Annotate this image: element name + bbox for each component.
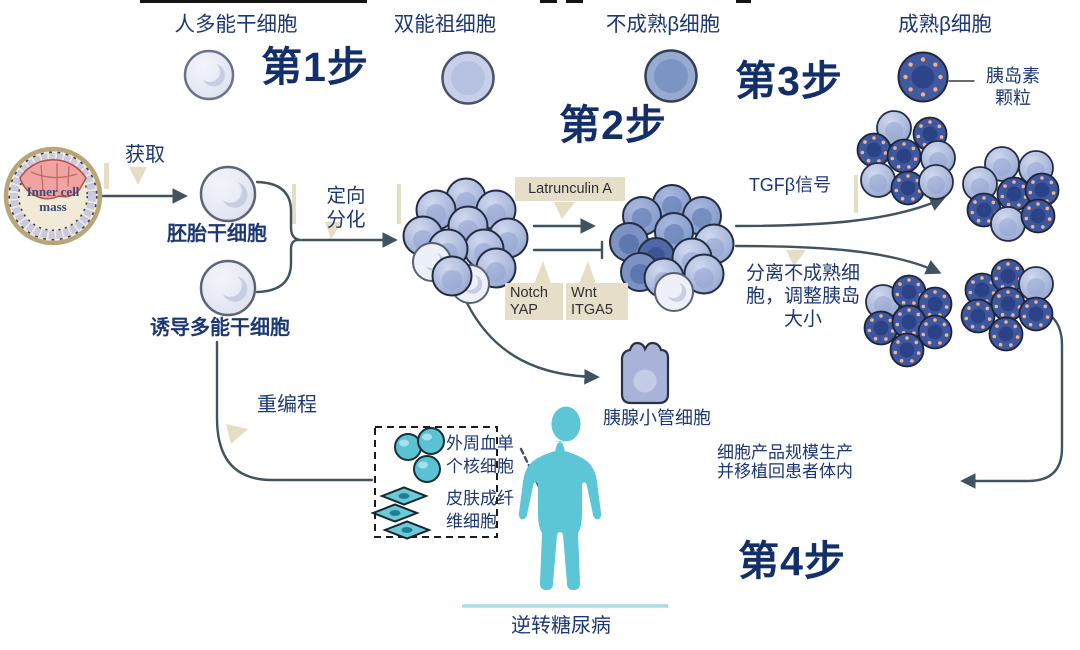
brace-bottom — [255, 238, 302, 294]
top-crop-artifacts — [140, 0, 751, 3]
latrunculin-box: Latrunculin A — [515, 177, 625, 201]
label-bipotent: 双能祖细胞 — [393, 13, 497, 36]
inner-cell-mass-illustration — [3, 146, 103, 246]
label-duct-cell: 胰腺小管细胞 — [603, 408, 711, 428]
label-reprogram: 重编程 — [257, 394, 317, 416]
label-insulin-granule: 胰岛素 颗粒 — [986, 66, 1040, 108]
label-obtain: 获取 — [125, 144, 165, 166]
label-pbmc: 外周血单 个核细胞 — [446, 434, 514, 476]
label-step2: 第2步 — [559, 102, 667, 148]
label-es-cell: 胚胎干细胞 — [167, 223, 267, 245]
label-step1: 第1步 — [261, 44, 369, 90]
mature-islet-cluster-1 — [856, 110, 956, 206]
inhibit-bar — [532, 240, 604, 260]
pbmc-icon — [394, 427, 445, 483]
immature-beta-cell-icon — [644, 49, 698, 103]
mature-beta-cell-icon — [897, 51, 949, 103]
label-directed-differentiation: 定向 分化 — [326, 185, 366, 231]
label-step3: 第3步 — [735, 58, 843, 104]
label-step4: 第4步 — [738, 538, 846, 584]
label-inner-cell-mass: Inner cell mass — [26, 184, 80, 214]
hpsc-icon — [183, 49, 235, 101]
label-reverse-diabetes: 逆转糖尿病 — [511, 615, 611, 637]
sized-islet-cluster-2 — [960, 258, 1054, 352]
mature-islet-cluster-2 — [962, 146, 1060, 242]
notch-yap-box: Notch YAP — [505, 283, 563, 321]
fibroblast-icon — [370, 486, 432, 540]
label-ips-cell: 诱导多能干细胞 — [150, 317, 290, 339]
label-mature-beta: 成熟β细胞 — [898, 13, 992, 36]
wnt-itga5-box: Wnt ITGA5 — [566, 283, 628, 321]
arrow-tgfb-down — [734, 244, 942, 275]
reprogram-path — [215, 340, 374, 482]
bipotent-cell-icon — [441, 51, 495, 105]
duct-cell-icon — [620, 341, 670, 405]
es-cell-icon — [199, 165, 257, 223]
label-tgfb-signal: TGFβ信号 — [748, 175, 832, 195]
label-fibroblast: 皮肤成纤 维细胞 — [446, 489, 514, 531]
label-scale-production: 细胞产品规模生产 并移植回患者体内 — [717, 443, 853, 481]
label-hpsc: 人多能干细胞 — [174, 13, 298, 36]
immature-islet-cluster — [609, 184, 735, 311]
arrow-to-duct-cell — [465, 301, 600, 385]
patient-figure — [518, 406, 602, 590]
callout-ticks — [104, 163, 858, 444]
label-separate-cells: 分离不成熟细 胞，调整胰岛 大小 — [745, 263, 860, 330]
arrow-tgfb-up — [734, 196, 946, 228]
ips-cell-icon — [199, 259, 257, 317]
label-immature-beta: 不成熟β细胞 — [605, 13, 721, 36]
transplant-path — [960, 313, 1064, 489]
source-cells-box — [374, 426, 498, 538]
brace-top — [255, 180, 302, 242]
